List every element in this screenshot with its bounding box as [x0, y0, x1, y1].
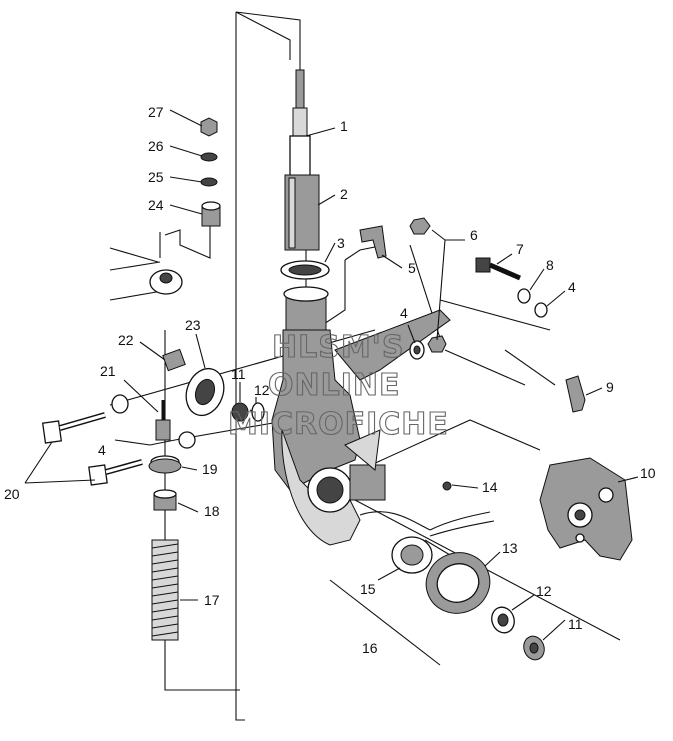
- callout-9: 9: [606, 379, 614, 395]
- strut-knuckle-housing: [271, 286, 451, 546]
- callout-5: 5: [408, 260, 416, 276]
- part-12-washer-lower: [491, 606, 515, 634]
- part-9-pad: [565, 375, 586, 413]
- callout-3: 3: [337, 235, 345, 251]
- upper-mount-cone: [149, 269, 183, 295]
- callout-25: 25: [148, 169, 164, 185]
- part-16-group-bracket: [329, 579, 441, 666]
- callout-24: 24: [148, 197, 164, 213]
- part-23-seal: [185, 367, 225, 417]
- part-4-washer-mid: [409, 340, 425, 360]
- watermark-line-3: MICROFICHE: [228, 407, 449, 442]
- watermark-line-2: ONLINE: [268, 368, 401, 403]
- callout-23: 23: [185, 317, 201, 333]
- callout-6: 6: [470, 227, 478, 243]
- part-22-ball-stud: [162, 348, 186, 372]
- callout-labels: 1 2 3 5 6 7 8 4 4 9 10 14 13 12 11 15 16…: [4, 104, 656, 656]
- part-13-bearing: [425, 552, 491, 614]
- callout-4-right: 4: [568, 279, 576, 295]
- part-12-washer-upper: [251, 402, 265, 422]
- part-26-washer: [200, 152, 218, 162]
- watermark: HLSM'S ONLINE MICROFICHE: [227, 329, 449, 442]
- callout-8: 8: [546, 257, 554, 273]
- callout-2: 2: [340, 186, 348, 202]
- part-20-bolts: [41, 394, 143, 486]
- part-11-nut-upper: [231, 402, 249, 422]
- callout-27: 27: [148, 104, 164, 120]
- callout-12-lower: 12: [536, 583, 552, 599]
- part-6-nuts: [409, 217, 447, 353]
- part-25-washer: [200, 177, 218, 187]
- part-1-shaft: [289, 69, 311, 177]
- callout-18: 18: [204, 503, 220, 519]
- callout-10: 10: [640, 465, 656, 481]
- callout-13: 13: [502, 540, 518, 556]
- callout-1: 1: [340, 118, 348, 134]
- callout-7: 7: [516, 241, 524, 257]
- part-10-caliper: [539, 457, 633, 561]
- callout-17: 17: [204, 592, 220, 608]
- callout-4-mid: 4: [400, 305, 408, 321]
- callout-21: 21: [100, 363, 116, 379]
- callout-26: 26: [148, 138, 164, 154]
- part-24-nut: [201, 201, 221, 227]
- part-3-bearing-ring: [280, 260, 330, 280]
- part-7-bolt: [475, 257, 521, 281]
- part-8-lockwasher: [517, 288, 531, 304]
- part-19-washer: [148, 458, 182, 474]
- callout-4-left: 4: [98, 442, 106, 458]
- part-14-sensor: [359, 481, 495, 537]
- part-21-ball-joint: [155, 400, 196, 449]
- callout-11-upper: 11: [231, 366, 246, 382]
- watermark-line-1: HLSM'S: [272, 330, 404, 365]
- callout-12-upper: 12: [254, 382, 270, 398]
- callout-16: 16: [362, 640, 378, 656]
- part-2-tube: [284, 174, 320, 251]
- part-5-bracket: [359, 225, 387, 259]
- part-17-spring: [151, 539, 179, 641]
- callout-14: 14: [482, 479, 498, 495]
- callout-19: 19: [202, 461, 218, 477]
- callout-leaders: [24, 109, 639, 641]
- part-11-nut-lower: [523, 635, 545, 661]
- callout-20: 20: [4, 486, 20, 502]
- callout-15: 15: [360, 581, 376, 597]
- part-18-nut: [153, 489, 177, 511]
- part-15-seal: [391, 536, 433, 574]
- part-27-nut: [200, 117, 218, 137]
- callout-11-lower: 11: [568, 616, 583, 632]
- part-4-washer-right: [534, 302, 548, 318]
- callout-22: 22: [118, 332, 134, 348]
